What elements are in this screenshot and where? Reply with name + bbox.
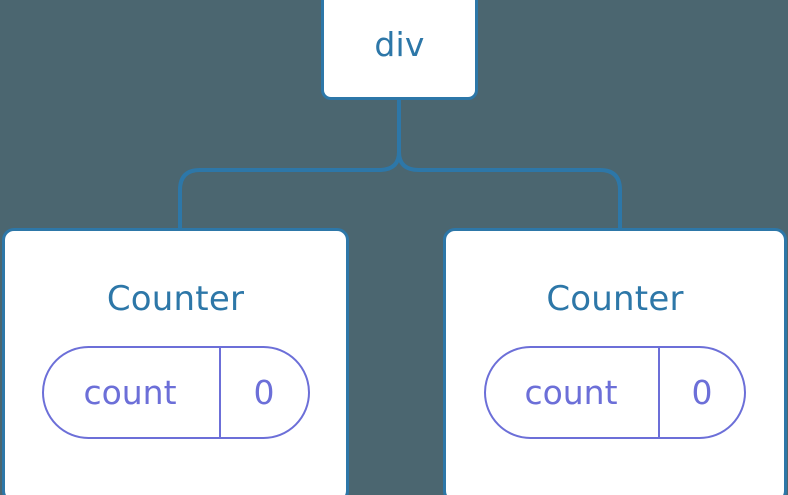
- state-key: count: [486, 348, 660, 437]
- component-title: Counter: [546, 279, 684, 319]
- component-node-counter-1[interactable]: Counter count 0: [2, 228, 349, 495]
- component-node-counter-2[interactable]: Counter count 0: [443, 228, 787, 495]
- connector-branch-left: [178, 151, 401, 228]
- state-pill[interactable]: count 0: [41, 346, 310, 439]
- connector-branch-right: [397, 151, 622, 228]
- root-node-div[interactable]: div: [321, 0, 478, 100]
- state-value: 0: [253, 373, 275, 412]
- state-value: 0: [691, 373, 713, 412]
- root-node-label: div: [374, 24, 425, 64]
- state-key: count: [44, 348, 221, 437]
- component-title: Counter: [106, 279, 245, 319]
- state-pill[interactable]: count 0: [484, 346, 746, 439]
